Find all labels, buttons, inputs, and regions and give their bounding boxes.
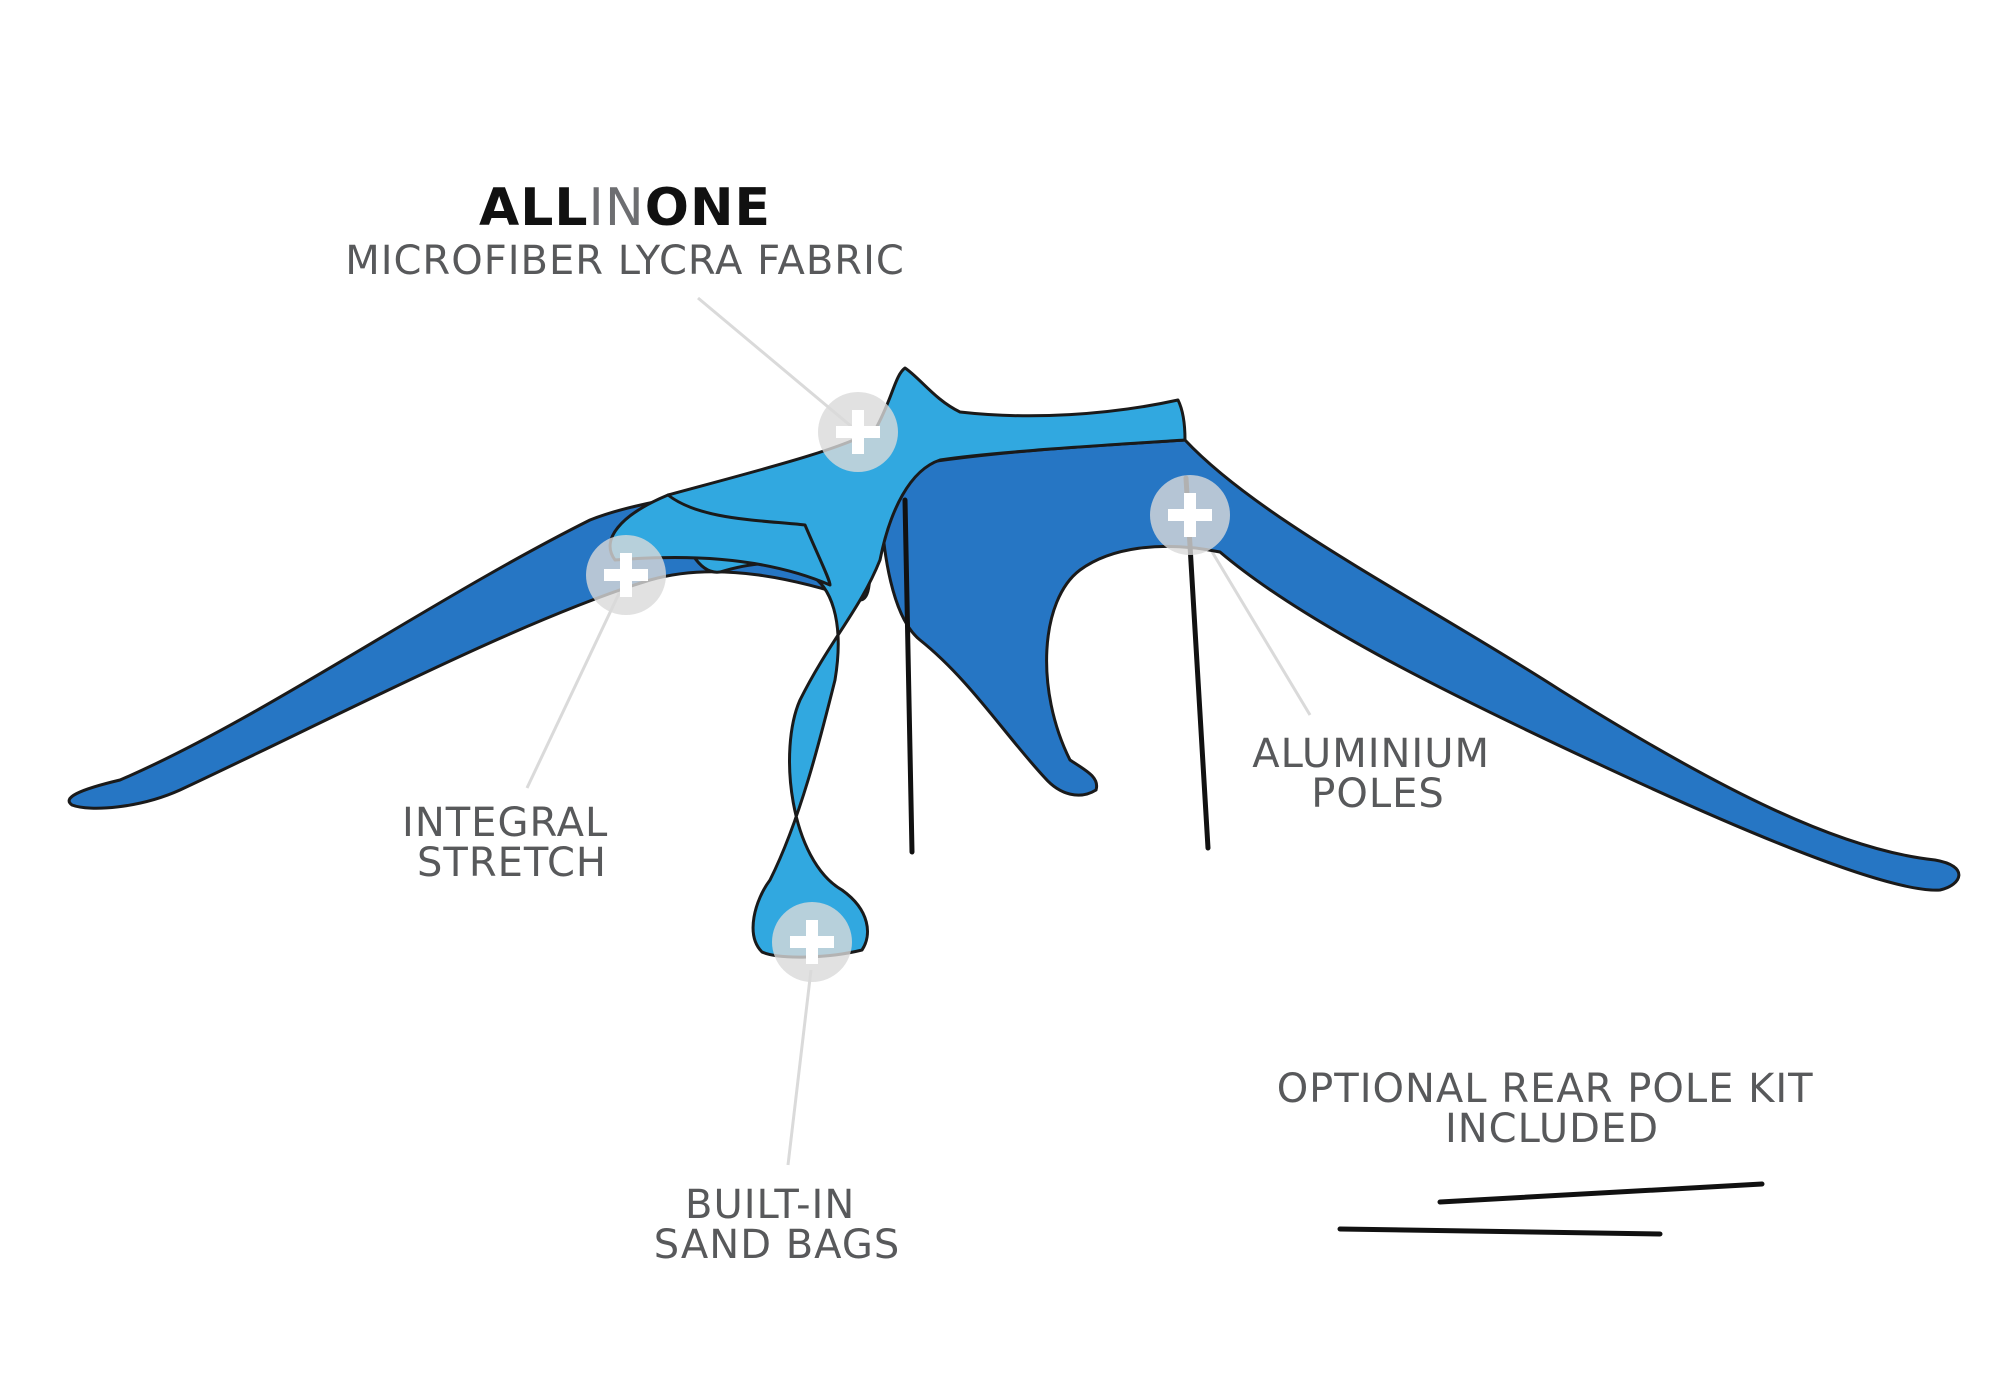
fabric-label: MICROFIBER LYCRA FABRIC: [345, 238, 905, 284]
aluminium-poles-line-1: ALUMINIUM: [1252, 731, 1490, 777]
rear-pole-kit-line-2: INCLUDED: [1445, 1106, 1659, 1152]
hotspot-fabric[interactable]: [818, 392, 898, 472]
brand-in: IN: [589, 178, 645, 238]
canopy-front-panel: [666, 366, 1187, 959]
plus-icon: [790, 920, 834, 964]
poles-leader-line: [1203, 539, 1312, 716]
integral-stretch-line-2: STRETCH: [417, 840, 607, 886]
rear-kit-pole-2: [1337, 1226, 1663, 1237]
rear-pole-kit-label: OPTIONAL REAR POLE KIT INCLUDED: [1277, 1066, 1828, 1152]
sandbags-leader-line: [786, 969, 813, 1166]
plus-icon: [1168, 493, 1212, 537]
sand-bags-line-1: BUILT-IN: [685, 1182, 855, 1228]
brand-title: ALLINONE: [479, 178, 771, 238]
aluminium-poles-line-2: POLES: [1311, 771, 1445, 817]
integral-stretch-line-1: INTEGRAL: [402, 800, 608, 846]
sand-bags-label: BUILT-IN SAND BAGS: [654, 1182, 900, 1268]
rear-pole-kit-line-1: OPTIONAL REAR POLE KIT: [1277, 1066, 1814, 1112]
hotspot-poles[interactable]: [1150, 475, 1230, 555]
tent-canopy: [67, 366, 1961, 959]
hotspot-stretch[interactable]: [586, 535, 666, 615]
rear-pole-kit: [1337, 1181, 1765, 1237]
stretch-leader-line: [525, 584, 625, 789]
plus-icon: [836, 410, 880, 454]
brand-one: ONE: [645, 178, 771, 238]
sand-bags-line-2: SAND BAGS: [654, 1222, 900, 1268]
aluminium-poles-label: ALUMINIUM POLES: [1252, 731, 1503, 817]
front-pole: [902, 497, 915, 855]
integral-stretch-label: INTEGRAL STRETCH: [402, 800, 622, 886]
brand-all: ALL: [479, 178, 589, 238]
canopy-back-panel: [878, 438, 1961, 892]
plus-icon: [604, 553, 648, 597]
rear-kit-pole-1: [1437, 1181, 1765, 1205]
hotspot-sandbags[interactable]: [772, 902, 852, 982]
fabric-label-line-1: MICROFIBER LYCRA FABRIC: [345, 238, 905, 284]
